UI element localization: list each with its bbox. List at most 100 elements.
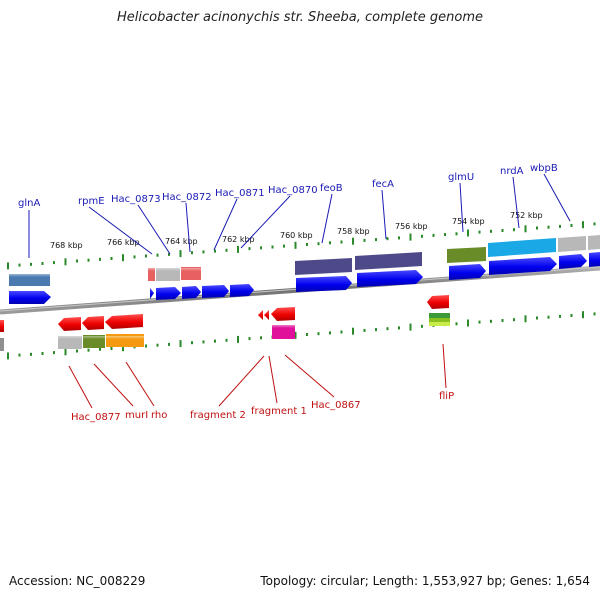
feature-bar[interactable] [429, 313, 450, 318]
top-scale-minor-tick [444, 233, 446, 237]
scale-label-766: 766 kbp [107, 238, 140, 247]
top-scale-minor-tick [329, 241, 331, 245]
top-scale-minor-tick [145, 254, 147, 258]
forward-gene-arrow[interactable] [150, 288, 154, 299]
bottom-scale-major-tick [582, 311, 584, 319]
gene-label-Hac_0871[interactable]: Hac_0871 [215, 188, 265, 199]
top-feature-bars [9, 235, 600, 286]
bottom-scale-minor-tick [375, 328, 377, 332]
top-scale-minor-tick [513, 228, 515, 232]
top-scale-minor-tick [225, 248, 228, 252]
top-scale-minor-tick [386, 237, 389, 241]
top-scale-minor-tick [87, 258, 90, 262]
feature-bar[interactable] [588, 235, 600, 250]
forward-gene-arrow[interactable] [9, 291, 51, 304]
top-scale-minor-tick [317, 242, 320, 246]
bottom-scale-major-tick [294, 331, 297, 339]
feature-bar[interactable] [148, 268, 155, 281]
scale-label-754: 754 kbp [452, 217, 485, 226]
reverse-gene-arrow[interactable] [0, 320, 4, 332]
top-scale-minor-tick [168, 252, 170, 256]
forward-gene-arrow[interactable] [357, 270, 423, 287]
top-scale-major-tick [7, 262, 9, 270]
gene-label-glmU[interactable]: glmU [448, 172, 474, 183]
bottom-scale-minor-tick [99, 347, 101, 351]
scale-labels: 768 kbp 766 kbp 764 kbp 762 kbp 760 kbp … [50, 211, 543, 250]
bottom-scale-minor-tick [202, 340, 205, 344]
top-scale-minor-tick [133, 255, 136, 259]
bottom-scale-minor-tick [53, 351, 55, 355]
bottom-scale-minor-tick [363, 328, 366, 332]
bottom-scale-minor-tick [306, 333, 308, 336]
bottom-scale-minor-tick [317, 332, 320, 336]
forward-gene-arrow[interactable] [296, 276, 352, 292]
gene-label-wbpB[interactable]: wbpB [530, 163, 558, 174]
top-scale-minor-tick [593, 222, 596, 226]
reverse-gene-arrow[interactable] [271, 307, 295, 321]
forward-gene-arrow[interactable] [489, 257, 557, 275]
feature-bar[interactable] [429, 322, 450, 326]
feature-bar[interactable] [0, 338, 4, 351]
top-scale-major-tick [294, 241, 297, 249]
top-scale-major-tick [524, 225, 527, 233]
gene-label-fragment-1[interactable]: fragment 1 [251, 406, 307, 417]
top-scale-minor-tick [202, 250, 205, 254]
forward-gene-arrow[interactable] [202, 285, 229, 298]
bottom-scale-major-tick [467, 319, 469, 327]
forward-gene-arrow[interactable] [156, 287, 181, 300]
genome-title: Helicobacter acinonychis str. Sheeba, co… [116, 10, 483, 25]
forward-gene-arrow[interactable] [589, 252, 600, 267]
feature-bar[interactable] [558, 236, 586, 252]
feature-bar[interactable] [295, 258, 352, 275]
feature-bar[interactable] [488, 238, 556, 257]
top-scale-minor-tick [501, 229, 504, 232]
scale-label-762: 762 kbp [222, 235, 255, 244]
reverse-gene-arrow[interactable] [105, 314, 143, 329]
top-scale-minor-tick [490, 229, 492, 233]
gene-label-Hac_0870[interactable]: Hac_0870 [268, 185, 318, 196]
bottom-scale-minor-tick [536, 316, 538, 320]
bottom-scale-major-tick [179, 340, 182, 348]
forward-gene-arrow[interactable] [230, 284, 254, 297]
forward-gene-arrow[interactable] [449, 264, 486, 280]
gene-label-fragment-2[interactable]: fragment 2 [190, 410, 246, 421]
reverse-strand-genes [0, 295, 449, 332]
reverse-gene-arrow[interactable] [258, 310, 263, 320]
bottom-scale-minor-tick [41, 352, 44, 355]
reverse-gene-arrow[interactable] [427, 295, 449, 309]
reverse-gene-arrow[interactable] [82, 316, 104, 330]
forward-gene-arrow[interactable] [182, 286, 201, 299]
forward-gene-arrow[interactable] [559, 254, 587, 269]
gene-label-Hac_0873[interactable]: Hac_0873 [111, 194, 161, 205]
bottom-scale-minor-tick [386, 327, 389, 331]
bottom-scale-minor-tick [340, 330, 343, 334]
reverse-gene-arrow[interactable] [58, 317, 81, 331]
bottom-scale-minor-tick [30, 352, 32, 356]
gene-label-Hac_0872[interactable]: Hac_0872 [162, 192, 212, 203]
feature-bar[interactable] [447, 247, 486, 263]
gene-label-rho[interactable]: rho [151, 410, 167, 421]
reverse-gene-arrow[interactable] [264, 310, 269, 320]
top-scale-major-tick [352, 237, 354, 245]
bottom-scale-minor-tick [156, 343, 159, 347]
feature-bar[interactable] [355, 252, 422, 270]
bottom-scale-major-tick [64, 348, 67, 356]
gene-label-murI[interactable]: murI [125, 410, 148, 421]
bottom-scale-minor-tick [248, 337, 251, 341]
gene-label-fliP[interactable]: fliP [439, 391, 454, 402]
feature-bar[interactable] [429, 318, 450, 322]
bottom-leader-lines [68, 343, 447, 409]
gene-label-Hac_0877[interactable]: Hac_0877 [71, 412, 121, 423]
top-scale-minor-tick [214, 249, 216, 253]
gene-label-Hac_0867[interactable]: Hac_0867 [311, 400, 361, 411]
gene-label-fecA[interactable]: fecA [372, 179, 394, 190]
bottom-scale-minor-tick [87, 348, 90, 352]
bottom-scale-minor-tick [214, 339, 216, 343]
forward-strand-genes [9, 252, 600, 304]
top-scale-major-tick [237, 245, 239, 253]
gene-label-nrdA[interactable]: nrdA [500, 166, 524, 177]
gene-label-rpmE[interactable]: rpmE [78, 196, 105, 207]
gene-label-glnA[interactable]: glnA [18, 198, 40, 209]
gene-label-feoB[interactable]: feoB [320, 183, 343, 194]
